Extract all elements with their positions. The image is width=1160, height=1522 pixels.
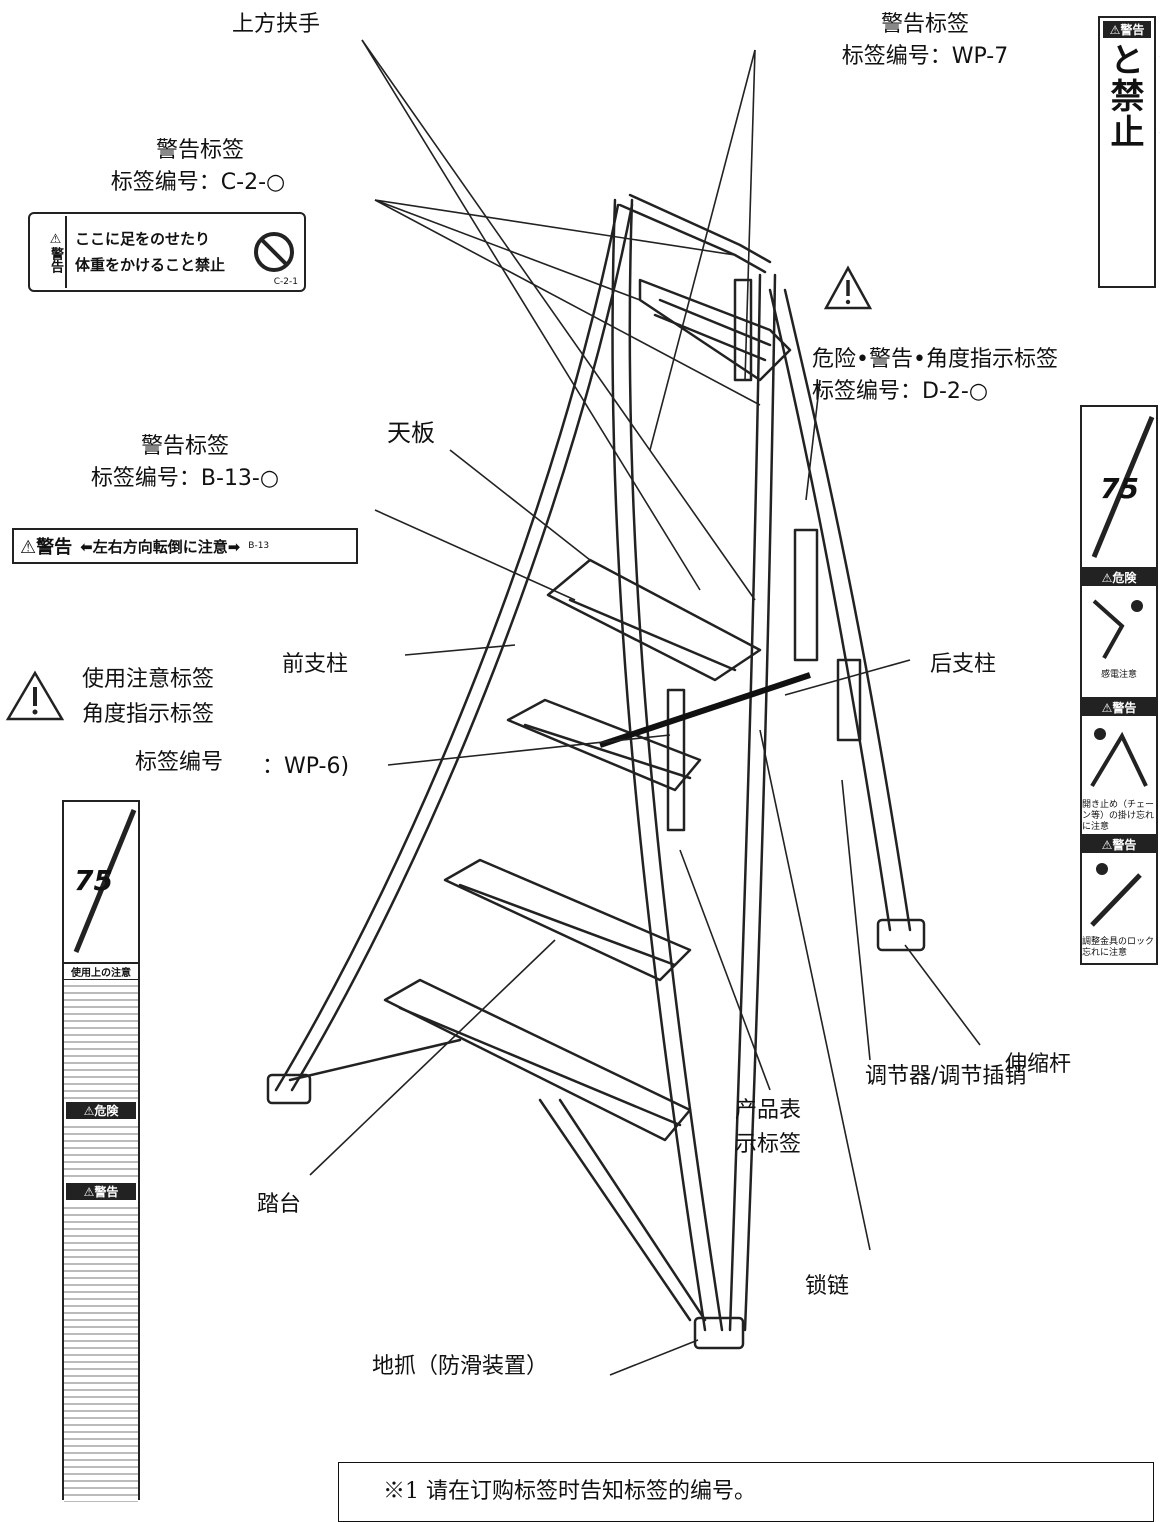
angle-line-icon <box>1091 416 1155 558</box>
label-warn-b13-title: 警告标签 <box>140 434 229 459</box>
falling-person-icon <box>1090 728 1148 788</box>
label-danger-d2-title: 危险•警告•角度指示标签 <box>812 347 1058 372</box>
label-danger-d2-code: 标签编号：D-2-○ <box>812 379 989 404</box>
caution-triangle-icon-d2 <box>823 265 873 310</box>
label-adjuster-pin: 调节器/调节插销 <box>865 1064 1027 1089</box>
footnote-box: ※1 请在订购标签时告知标签的编号。 <box>338 1462 1154 1522</box>
label-front-post: 前支柱 <box>282 652 349 677</box>
sticker-wp6: 75 使用上の注意 ⚠危険 ⚠警告 <box>62 800 140 1502</box>
label-angle-indicator: 角度指示标签 <box>82 702 215 727</box>
sticker-b13: ⚠警告 ⬅左右方向転倒に注意➡ B-13 <box>12 528 358 564</box>
step-1 <box>546 558 762 682</box>
label-product-2: 示标签 <box>735 1132 802 1157</box>
label-warn-wp7-title: 警告标签 <box>880 12 969 37</box>
label-step: 踏台 <box>257 1192 302 1217</box>
label-top-handrail: 上方扶手 <box>232 12 321 37</box>
label-warn-c2-code: 标签编号：C-2-○ <box>110 170 286 195</box>
step-3 <box>443 858 692 982</box>
sticker-c2: ⚠警告 ここに足をのせたり 体重をかけること禁止 C-2-1 <box>28 212 306 292</box>
label-lock-chain: 锁链 <box>805 1274 850 1299</box>
label-rear-post: 后支柱 <box>930 652 997 677</box>
prohibition-icon <box>254 232 294 272</box>
front-post <box>611 198 707 1332</box>
sticker-d2: 75 ⚠危険 感電注意 ⚠警告 開き止め（チェーン等）の掛け忘れに注意 ⚠警告 … <box>1080 405 1158 965</box>
step-4 <box>383 978 692 1142</box>
label-warn-wp7-code: 标签编号：WP-7 <box>841 44 1009 69</box>
top-board <box>638 278 792 382</box>
label-usage-caution: 使用注意标签 <box>82 667 215 692</box>
label-warn-c2-title: 警告标签 <box>155 138 244 163</box>
label-code-prefix: 标签编号 <box>135 750 224 775</box>
label-warn-b13-code: 标签编号：B-13-○ <box>90 466 280 491</box>
caution-triangle-icon <box>5 670 65 721</box>
label-product-1: 产品表 <box>735 1098 802 1123</box>
sticker-wp7: ⚠警告 物を掛けること禁止 <box>1098 16 1160 288</box>
foot-left <box>266 1073 312 1105</box>
label-top-board: 天板 <box>387 419 435 447</box>
label-ground-claw: 地抓（防滑装置） <box>372 1354 549 1379</box>
label-telescopic-rod: 伸缩杆 <box>1005 1052 1072 1077</box>
left-leg <box>274 203 620 1092</box>
label-code-wp6: ：WP-6) <box>262 754 350 779</box>
angle-line-icon <box>73 809 137 953</box>
top-handrail <box>618 203 767 274</box>
step-2 <box>506 698 702 792</box>
telescopic-leg <box>768 288 892 932</box>
electric-shock-icon <box>1092 599 1143 659</box>
foot-front <box>693 1316 745 1350</box>
foot-rear <box>876 918 926 952</box>
lock-chain <box>599 672 811 748</box>
rear-post <box>728 273 762 1332</box>
slipping-person-icon <box>1090 863 1142 927</box>
